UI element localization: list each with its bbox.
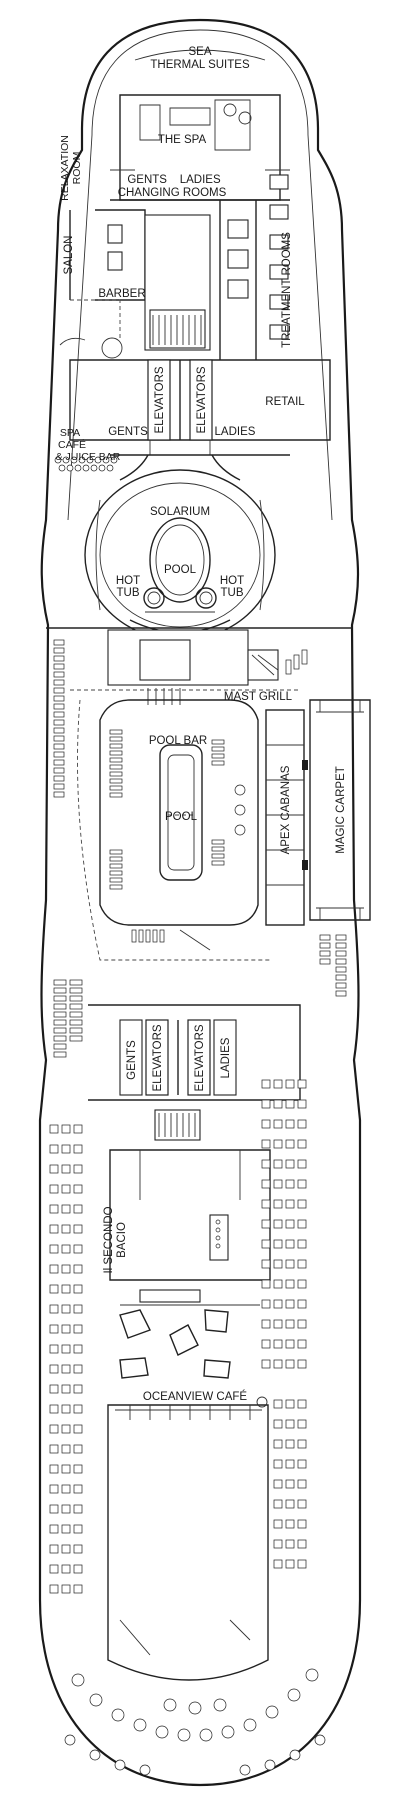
label-spa: SPA	[60, 427, 80, 439]
dining-tables-right	[261, 1079, 307, 1569]
right-loungers	[53, 934, 347, 1058]
mid-structures	[70, 629, 308, 705]
inner-hull-line	[67, 29, 333, 521]
label-hot-tub-left-2: TUB	[117, 587, 140, 599]
main-pool-area	[77, 699, 270, 961]
label-barber: BARBER	[98, 288, 145, 300]
aft-round-tables	[64, 1668, 326, 1776]
spa-area	[59, 49, 290, 360]
label-elevators-fwd-2: ELEVATORS	[196, 366, 208, 433]
magic-carpet	[309, 699, 371, 921]
label-pool-bar: POOL BAR	[149, 735, 207, 747]
label-magic-carpet: MAGIC CARPET	[335, 766, 347, 854]
label-changing-rooms: CHANGING ROOMS	[118, 187, 227, 199]
label-gents-ladies-top: GENTS LADIES	[127, 174, 221, 186]
label-retail: RETAIL	[265, 396, 305, 408]
spa-cafe-seating	[54, 456, 118, 472]
label-treatment-rooms: TREATMENT ROOMS	[281, 232, 293, 348]
label-elevators-fwd-1: ELEVATORS	[154, 366, 166, 433]
buffet-islands	[119, 1309, 231, 1379]
oceanview-cafe	[107, 1396, 269, 1681]
label-gents-aft: GENTS	[126, 1040, 138, 1080]
label-hot-tub-right-2: TUB	[221, 587, 244, 599]
label-apex-cabanas: APEX CABANAS	[280, 765, 292, 854]
dining-tables-left	[49, 1124, 83, 1594]
label-bacio: BACIO	[116, 1222, 128, 1258]
label-hot-tub-left-1: HOT	[116, 575, 140, 587]
label-pool-solarium: POOL	[164, 564, 197, 576]
label-ladies-fwd: LADIES	[215, 426, 256, 438]
label-cafe: CAFÉ	[58, 438, 86, 451]
solarium	[84, 454, 290, 641]
label-ladies-aft: LADIES	[220, 1037, 232, 1078]
label-il-secondo: Il SECONDO	[103, 1206, 115, 1273]
apex-cabanas	[265, 709, 308, 926]
label-hot-tub-right-1: HOT	[220, 575, 244, 587]
label-sea: SEA	[188, 46, 211, 58]
label-solarium: SOLARIUM	[150, 506, 210, 518]
label-gents-fwd: GENTS	[108, 426, 148, 438]
aft-elevators	[88, 1004, 301, 1141]
forward-elevators	[69, 359, 331, 455]
label-pool-main: POOL	[165, 811, 198, 823]
label-elevators-aft-2: ELEVATORS	[194, 1024, 206, 1091]
label-juice-bar: & JUICE BAR	[56, 451, 121, 463]
left-loungers	[53, 639, 65, 798]
label-thermal-suites: THERMAL SUITES	[150, 59, 250, 71]
label-elevators-aft-1: ELEVATORS	[152, 1024, 164, 1091]
label-relaxation-room: ROOM	[71, 152, 83, 185]
label-relaxation: RELAXATION	[59, 135, 71, 201]
label-oceanview-cafe: OCEANVIEW CAFÉ	[143, 1390, 247, 1403]
label-salon: SALON	[63, 236, 75, 275]
label-the-spa: THE SPA	[158, 134, 207, 146]
label-mast-grill: MAST GRILL	[224, 691, 293, 703]
